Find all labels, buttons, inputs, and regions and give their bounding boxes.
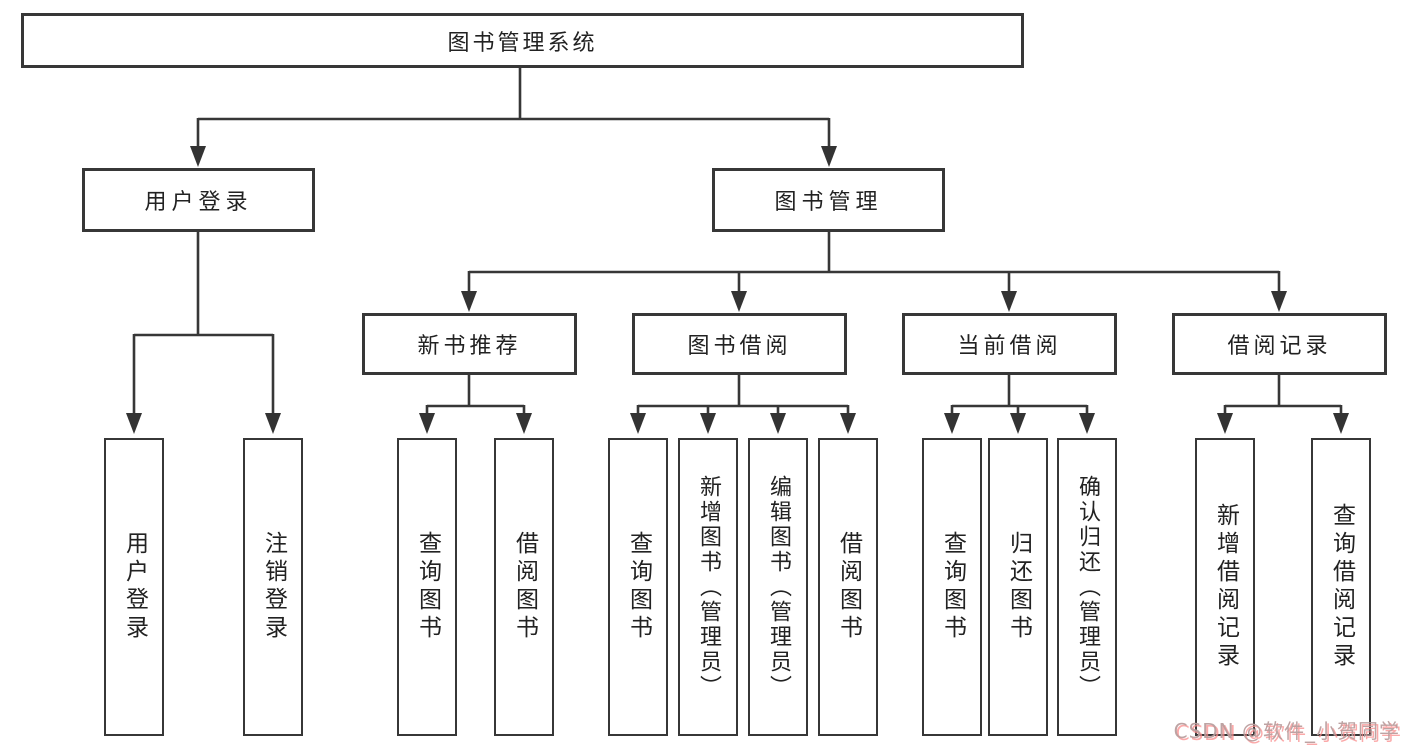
leaf-user-login: 用户登录 <box>104 438 164 736</box>
leaf-query-borrow-record: 查询借阅记录 <box>1311 438 1371 736</box>
leaf-edit-book-admin: 编辑图书（管理员） <box>748 438 808 736</box>
leaf-query-book-recommend-label: 查询图书 <box>414 531 441 643</box>
connector-current-borrow-split <box>944 375 1095 434</box>
leaf-logout: 注销登录 <box>243 438 303 736</box>
connector-root-split <box>190 68 837 167</box>
leaf-add-book-admin: 新增图书（管理员） <box>678 438 738 736</box>
leaf-borrow-book-recommend-label: 借阅图书 <box>511 531 538 643</box>
leaf-query-book-borrow: 查询图书 <box>608 438 668 736</box>
leaf-confirm-return-admin: 确认归还（管理员） <box>1057 438 1117 736</box>
leaf-user-login-label: 用户登录 <box>121 531 148 643</box>
connector-user-login-split <box>126 232 281 434</box>
leaf-borrow-book: 借阅图书 <box>818 438 878 736</box>
node-borrow-record: 借阅记录 <box>1172 313 1387 375</box>
connector-new-book-split <box>419 375 532 434</box>
node-book-management: 图书管理 <box>712 168 945 232</box>
connector-book-management-split <box>461 232 1287 312</box>
node-current-borrow: 当前借阅 <box>902 313 1117 375</box>
leaf-query-book-current-label: 查询图书 <box>939 531 966 643</box>
csdn-watermark: CSDN @软件_小贺同学 <box>1173 719 1400 743</box>
leaf-add-borrow-record-label: 新增借阅记录 <box>1212 503 1239 671</box>
leaf-logout-label: 注销登录 <box>260 531 287 643</box>
node-book-borrow: 图书借阅 <box>632 313 847 375</box>
connector-book-borrow-split <box>630 375 856 434</box>
node-new-book-recommend: 新书推荐 <box>362 313 577 375</box>
leaf-borrow-book-recommend: 借阅图书 <box>494 438 554 736</box>
node-user-login: 用户登录 <box>82 168 315 232</box>
connector-borrow-record-split <box>1217 375 1349 434</box>
leaf-query-book-current: 查询图书 <box>922 438 982 736</box>
node-root-system: 图书管理系统 <box>21 13 1024 68</box>
leaf-return-book-label: 归还图书 <box>1005 531 1032 643</box>
leaf-query-book-borrow-label: 查询图书 <box>625 531 652 643</box>
leaf-edit-book-admin-label: 编辑图书（管理员） <box>766 474 791 700</box>
leaf-query-borrow-record-label: 查询借阅记录 <box>1328 503 1355 671</box>
leaf-confirm-return-admin-label: 确认归还（管理员） <box>1075 474 1100 700</box>
leaf-add-book-admin-label: 新增图书（管理员） <box>696 474 721 700</box>
leaf-return-book: 归还图书 <box>988 438 1048 736</box>
leaf-borrow-book-label: 借阅图书 <box>835 531 862 643</box>
leaf-query-book-recommend: 查询图书 <box>397 438 457 736</box>
leaf-add-borrow-record: 新增借阅记录 <box>1195 438 1255 736</box>
